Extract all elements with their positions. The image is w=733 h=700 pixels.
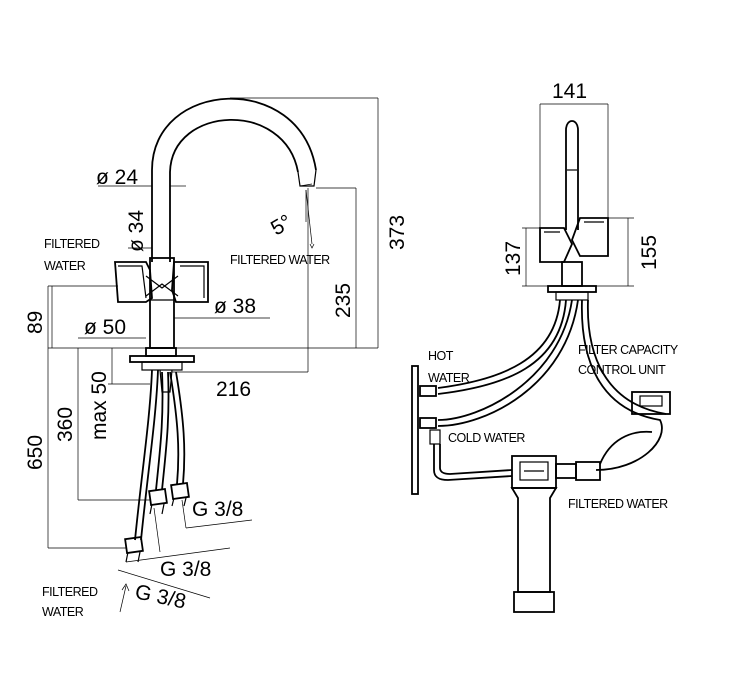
- dim-373: 373: [386, 215, 409, 250]
- tap-base: [145, 347, 177, 357]
- dim-155: 155: [638, 235, 661, 270]
- label-cold-water: COLD WATER: [448, 431, 525, 445]
- right-dimension-lines: [522, 103, 634, 287]
- label-hot-water-2: WATER: [428, 371, 470, 385]
- filter-head: [511, 455, 557, 489]
- label-hot-water-1: HOT: [428, 349, 454, 363]
- front-hose-hot: [437, 299, 561, 389]
- spout-outer: [151, 97, 317, 262]
- handle-right: [171, 261, 209, 303]
- label-filtered-water-right: FILTERED WATER: [568, 497, 668, 511]
- tap-body: [149, 257, 175, 349]
- spout-inner: [169, 118, 299, 262]
- left-dimension-lines: [47, 97, 379, 613]
- label-filter-unit-1: FILTER CAPACITY: [578, 343, 679, 357]
- dim-d38: ø 38: [214, 295, 256, 318]
- label-filtered-water-bottom-2: WATER: [42, 605, 84, 619]
- dim-89: 89: [24, 311, 47, 334]
- dim-235: 235: [332, 283, 355, 318]
- front-handle-left: [539, 227, 573, 263]
- handle-left: [114, 261, 153, 303]
- label-filtered-water-spout: FILTERED WATER: [230, 253, 330, 267]
- dim-angle5: 5°: [267, 210, 296, 240]
- dim-d50: ø 50: [84, 316, 126, 339]
- left-dimension-texts: ø 24 ø 34 ø 38 ø 50 89 235 373 360 650 m…: [24, 166, 409, 619]
- dim-g38-c: G 3/8: [133, 580, 188, 613]
- dim-max50: max 50: [88, 371, 111, 440]
- filter-cartridge: [510, 487, 558, 593]
- front-hose-cold: [437, 299, 573, 421]
- front-handle-right: [571, 217, 609, 257]
- tap-side-view: [114, 97, 317, 563]
- label-filtered-water-left-1: FILTERED: [44, 237, 100, 251]
- hose-3: [169, 371, 180, 485]
- hose-2: [155, 371, 164, 491]
- fitting-2: [148, 487, 168, 507]
- label-filtered-water-left-2: WATER: [44, 259, 86, 273]
- dim-d34: ø 34: [125, 210, 148, 252]
- dim-137: 137: [502, 241, 525, 276]
- fitting-3: [170, 481, 190, 501]
- dim-d24: ø 24: [96, 166, 138, 189]
- fitting-1: [124, 535, 144, 555]
- front-hose-filtered: [581, 299, 663, 471]
- dim-216: 216: [216, 378, 251, 401]
- wall-panel: [411, 365, 419, 495]
- control-unit: [631, 391, 671, 415]
- dim-141: 141: [552, 80, 587, 103]
- spout-outlet: [297, 169, 317, 187]
- label-filtered-water-bottom-1: FILTERED: [42, 585, 98, 599]
- label-filter-unit-2: CONTROL UNIT: [578, 363, 666, 377]
- hose-1: [134, 369, 153, 541]
- right-texts: 141 137 155 HOT WATER COLD WATER FILTER …: [428, 80, 679, 511]
- dim-360: 360: [54, 407, 77, 442]
- dim-g38-b: G 3/8: [160, 558, 211, 581]
- tap-front-view: [411, 120, 671, 613]
- dim-650: 650: [24, 435, 47, 470]
- dim-g38-a: G 3/8: [192, 498, 243, 521]
